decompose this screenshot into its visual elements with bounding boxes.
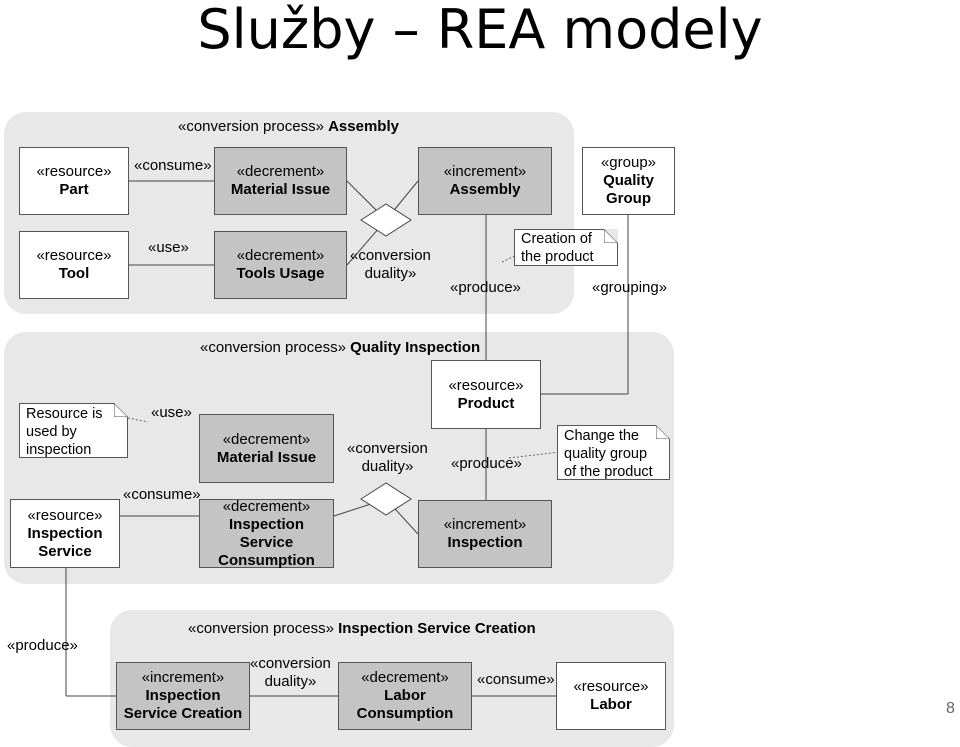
note-fold-icon	[114, 403, 128, 417]
page-title: Služby – REA modely	[197, 0, 763, 61]
inspection-service-consumption-box[interactable]: «decrement» Inspection Service Consumpti…	[199, 498, 334, 569]
assembly-increment-box[interactable]: «increment» Assembly	[418, 147, 552, 215]
labor-resource-box[interactable]: «resource» Labor	[556, 662, 666, 730]
creation-process-label: «conversion process» Inspection Service …	[188, 620, 536, 637]
creation-note: Creation of the product	[514, 229, 618, 266]
produce-label-inspection: «produce»	[451, 455, 522, 472]
part-resource-box[interactable]: «resource» Part	[19, 147, 129, 215]
produce-label: «produce»	[450, 279, 521, 296]
produce-label-creation: «produce»	[7, 637, 78, 654]
duality-diamond-inspection	[360, 482, 412, 516]
change-quality-note: Change the quality group of the product	[557, 425, 670, 480]
labor-consumption-decrement-box[interactable]: «decrement» Labor Consumption	[338, 662, 472, 730]
product-resource-box[interactable]: «resource» Product	[431, 360, 541, 429]
assembly-process-label: «conversion process» Assembly	[178, 118, 399, 135]
conversion-duality-creation-label: «conversion duality»	[250, 655, 331, 690]
inspection-service-resource-box[interactable]: «resource» Inspection Service	[10, 499, 120, 568]
consume-label-inspection: «consume»	[123, 486, 201, 503]
service-creation-increment-box[interactable]: «increment» Inspection Service Creation	[116, 662, 250, 730]
use-label: «use»	[148, 239, 189, 256]
consume-label-creation: «consume»	[477, 671, 555, 688]
inspection-increment-box[interactable]: «increment» Inspection	[418, 500, 552, 568]
conversion-duality-inspection-label: «conversion duality»	[347, 440, 428, 475]
tools-usage-decrement-box[interactable]: «decrement» Tools Usage	[214, 231, 347, 299]
material-issue-inspection-box[interactable]: «decrement» Material Issue	[199, 414, 334, 483]
conversion-duality-label: «conversion duality»	[350, 247, 431, 282]
consume-label: «consume»	[134, 157, 212, 174]
inspection-process-label: «conversion process» Quality Inspection	[200, 339, 481, 356]
note-fold-icon	[604, 229, 618, 243]
page-number: 8	[946, 700, 955, 717]
use-label-inspection: «use»	[151, 404, 192, 421]
duality-diamond-assembly	[360, 203, 412, 237]
note-fold-icon	[656, 425, 670, 439]
tool-resource-box[interactable]: «resource» Tool	[19, 231, 129, 299]
material-issue-decrement-box[interactable]: «decrement» Material Issue	[214, 147, 347, 215]
grouping-label: «grouping»	[592, 279, 668, 296]
quality-group-box[interactable]: «group» Quality Group	[582, 147, 675, 215]
resource-used-note: Resource is used by inspection	[19, 403, 128, 458]
